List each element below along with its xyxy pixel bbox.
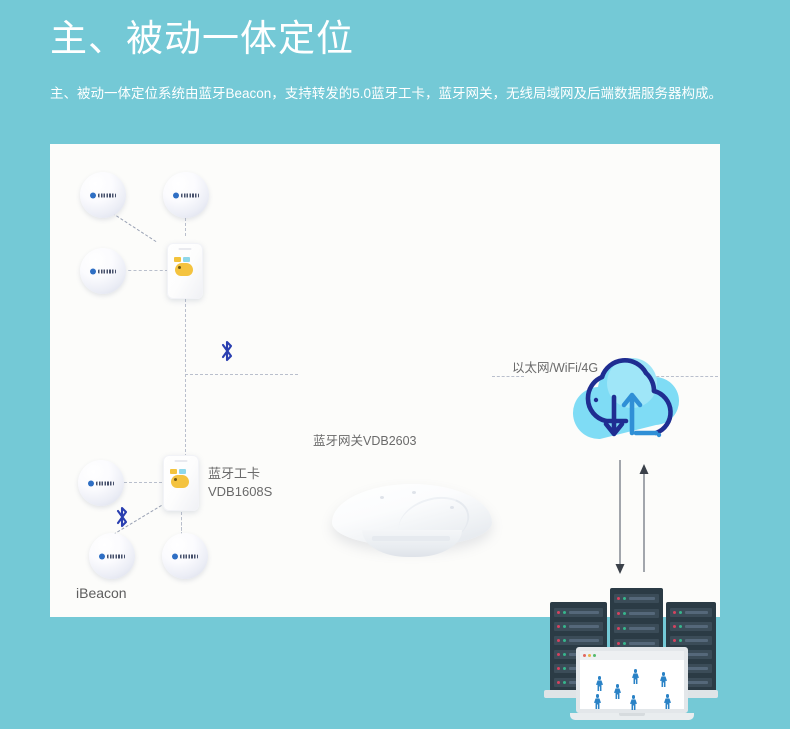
connector-beacon-lower-left [124, 482, 167, 483]
beacon-logo-icon [90, 192, 116, 199]
server-bay [554, 622, 603, 631]
ibeacon-label: iBeacon [76, 585, 127, 601]
connector-gateway-to-uplink [492, 376, 524, 377]
bluetooth-icon [116, 506, 128, 528]
server-bay [614, 594, 659, 603]
page-subtitle: 主、被动一体定位系统由蓝牙Beacon，支持转发的5.0蓝牙工卡，蓝牙网关，无线… [50, 86, 723, 101]
person-marker [632, 669, 639, 684]
badge-card-label: 蓝牙工卡 VDB1608S [208, 466, 273, 499]
server-bay [670, 608, 712, 617]
beacon-logo-icon [99, 553, 125, 560]
connector-beacon-mid-left [123, 270, 168, 271]
gateway-vent-dot [380, 496, 384, 499]
connector-beacon-bottom-mid [181, 512, 182, 550]
gateway-port-slot [372, 536, 450, 541]
person-marker [594, 694, 601, 709]
lanyard-slot [178, 248, 192, 250]
beacon-top-left[interactable] [80, 172, 126, 218]
person-marker [596, 676, 603, 691]
laptop-screen [576, 647, 688, 713]
beacon-logo-icon [90, 268, 116, 275]
server-bay [554, 636, 603, 645]
indicator-lights [170, 469, 186, 474]
bluetooth-icon-bottom [115, 506, 129, 531]
beacon-logo-icon [173, 192, 199, 199]
lanyard-slot [174, 460, 188, 462]
server-bay [614, 639, 659, 648]
laptop-trackpad-notch [619, 713, 645, 716]
connector-badge-to-gateway-horizontal [185, 374, 298, 375]
person-marker [630, 695, 637, 710]
beacon-bottom-left[interactable] [89, 533, 135, 579]
server-bay [554, 608, 603, 617]
badge-graphic-icon [171, 475, 189, 488]
cloud-to-server-arrows [615, 460, 649, 574]
beacon-bottom-mid[interactable] [162, 533, 208, 579]
gateway-base [362, 530, 462, 557]
indicator-lights [174, 257, 190, 262]
gateway-vent-dot [450, 506, 454, 509]
server-bay [614, 624, 659, 633]
uplink-label: 以太网/WiFi/4G [512, 361, 599, 375]
beacon-lower-left[interactable] [78, 460, 124, 506]
gateway-vent-dot [412, 491, 416, 494]
cloud-sync-icon[interactable] [562, 347, 692, 462]
badge-card-upper[interactable] [167, 243, 203, 299]
person-marker [660, 672, 667, 687]
connector-uplink-to-cloud [622, 376, 718, 377]
person-marker [664, 694, 671, 709]
badge-card-lower[interactable] [163, 455, 199, 511]
people-map-canvas [580, 660, 684, 710]
laptop-dashboard-icon[interactable] [570, 647, 694, 729]
server-bay [670, 636, 712, 645]
diagram-card: 蓝牙网关VDB2603 以太网/WiFi/4G 蓝牙工卡 VDB1608S iB… [50, 144, 720, 720]
person-marker [614, 684, 621, 699]
bluetooth-icon-top [220, 340, 234, 365]
bluetooth-gateway-icon[interactable] [332, 484, 492, 564]
window-titlebar [580, 651, 684, 660]
beacon-logo-icon [172, 553, 198, 560]
connector-badge-to-gateway-vertical [185, 299, 186, 482]
server-bay [670, 622, 712, 631]
badge-graphic-icon [175, 263, 193, 276]
server-rack-icon[interactable] [542, 584, 718, 729]
cloud-svg [572, 358, 680, 440]
beacon-mid-left[interactable] [80, 248, 126, 294]
server-bay [614, 609, 659, 618]
bluetooth-icon [221, 340, 233, 362]
beacon-logo-icon [88, 480, 114, 487]
beacon-top-right[interactable] [163, 172, 209, 218]
gateway-label: 蓝牙网关VDB2603 [313, 434, 417, 448]
page-title: 主、被动一体定位 [50, 18, 354, 59]
